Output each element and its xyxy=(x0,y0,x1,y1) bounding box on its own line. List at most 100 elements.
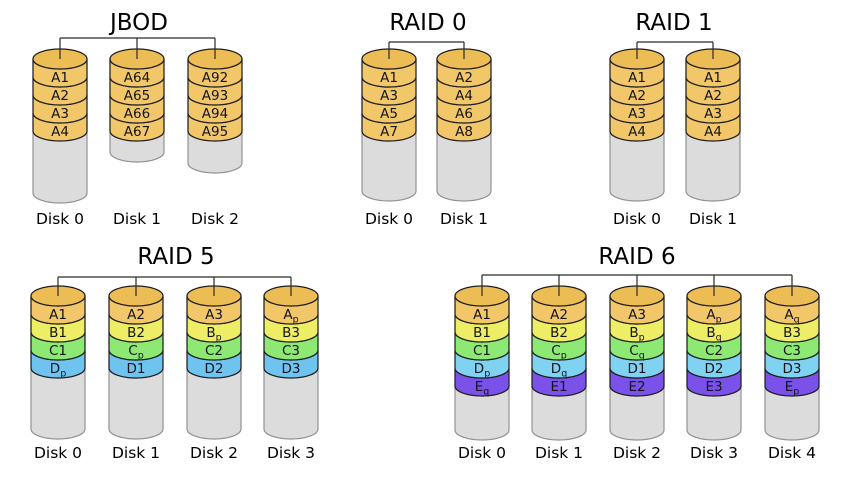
disk-block-label: D2 xyxy=(705,361,724,377)
disk-block-label: E2 xyxy=(628,379,645,395)
disk-block-label: A4 xyxy=(628,124,646,140)
disk-block-label: E3 xyxy=(705,379,722,395)
disk-block-label: Cp xyxy=(551,343,566,362)
disk-body xyxy=(32,130,88,204)
disk-block-label: D3 xyxy=(282,361,301,377)
disk-name-label: Disk 4 xyxy=(768,444,816,462)
disk-block-label: A3 xyxy=(704,106,722,122)
disk-block-label: Bp xyxy=(629,325,644,344)
disk-block-label: A1 xyxy=(628,70,646,86)
disk-block-label: A2 xyxy=(704,88,722,104)
disk-block-label: A8 xyxy=(455,124,473,140)
disk-name-label: Disk 1 xyxy=(440,210,488,228)
disk-name-label: Disk 2 xyxy=(190,444,238,462)
connector-line xyxy=(388,41,465,59)
disk-name-label: Disk 1 xyxy=(535,444,583,462)
connector-line xyxy=(57,276,292,296)
disk-block-label: B3 xyxy=(282,325,300,341)
disk-block-label: Ap xyxy=(283,307,298,326)
disk-block-label: D3 xyxy=(783,361,802,377)
disk-block-label: A94 xyxy=(202,106,228,122)
disk-block-label: A2 xyxy=(628,88,646,104)
disk-block-label: C1 xyxy=(473,343,491,359)
disk-block-label: D2 xyxy=(205,361,224,377)
group-title-raid6: RAID 6 xyxy=(598,244,675,270)
disk-block-label: A2 xyxy=(51,88,69,104)
group-title-raid1: RAID 1 xyxy=(635,10,712,36)
disk-block-label: Bq xyxy=(706,325,721,344)
disk-block-label: A1 xyxy=(49,307,67,323)
disk-block-label: A95 xyxy=(202,124,228,140)
disk-block-label: B2 xyxy=(550,325,568,341)
disk-block-label: A2 xyxy=(455,70,473,86)
disk-block-label: B1 xyxy=(473,325,491,341)
disk-block-label: A3 xyxy=(205,307,223,323)
disk-block-label: A2 xyxy=(127,307,145,323)
disk-block-label: E1 xyxy=(550,379,567,395)
disk-block-label: A1 xyxy=(473,307,491,323)
disk-block-label: A3 xyxy=(51,106,69,122)
disk-name-label: Disk 0 xyxy=(613,210,661,228)
connector-line xyxy=(481,274,793,296)
disk-block-label: D1 xyxy=(127,361,146,377)
disk-block-label: C2 xyxy=(705,343,723,359)
disk-block-label: A4 xyxy=(704,124,722,140)
disk-block-label: Aq xyxy=(784,307,799,326)
disk-name-label: Disk 3 xyxy=(267,444,315,462)
connector-line xyxy=(59,37,216,59)
disk-block-label: Eq xyxy=(475,379,490,398)
disk-block-label: C3 xyxy=(783,343,801,359)
disk-block-label: Ap xyxy=(706,307,721,326)
disk-block-label: A7 xyxy=(380,124,398,140)
disk-name-label: Disk 2 xyxy=(613,444,661,462)
disk-name-label: Disk 0 xyxy=(34,444,82,462)
disk-block-label: C3 xyxy=(282,343,300,359)
disk-name-label: Disk 0 xyxy=(365,210,413,228)
disk-block-label: A1 xyxy=(51,70,69,86)
disk-body xyxy=(30,367,86,440)
disk-name-label: Disk 1 xyxy=(113,210,161,228)
disk-block-label: A64 xyxy=(124,70,150,86)
disk-block-label: Cq xyxy=(629,343,644,362)
group-title-raid0: RAID 0 xyxy=(389,10,466,36)
connector-line xyxy=(636,41,714,59)
disk-block-label: Dp xyxy=(474,361,490,380)
disk-block-label: A3 xyxy=(628,106,646,122)
disk-block-label: A92 xyxy=(202,70,228,86)
disk-body xyxy=(108,367,164,440)
disk-block-label: A2 xyxy=(550,307,568,323)
disk-block-label: A5 xyxy=(380,106,398,122)
disk-block-label: A93 xyxy=(202,88,228,104)
disk-block-label: Dq xyxy=(551,361,567,380)
disk-body xyxy=(263,367,319,440)
disk-block-label: B1 xyxy=(49,325,67,341)
disk-block-label: A4 xyxy=(455,88,473,104)
disk-name-label: Disk 2 xyxy=(191,210,239,228)
disk-block-label: A65 xyxy=(124,88,150,104)
disk-block-label: Cp xyxy=(128,343,143,362)
disk-name-label: Disk 0 xyxy=(36,210,84,228)
